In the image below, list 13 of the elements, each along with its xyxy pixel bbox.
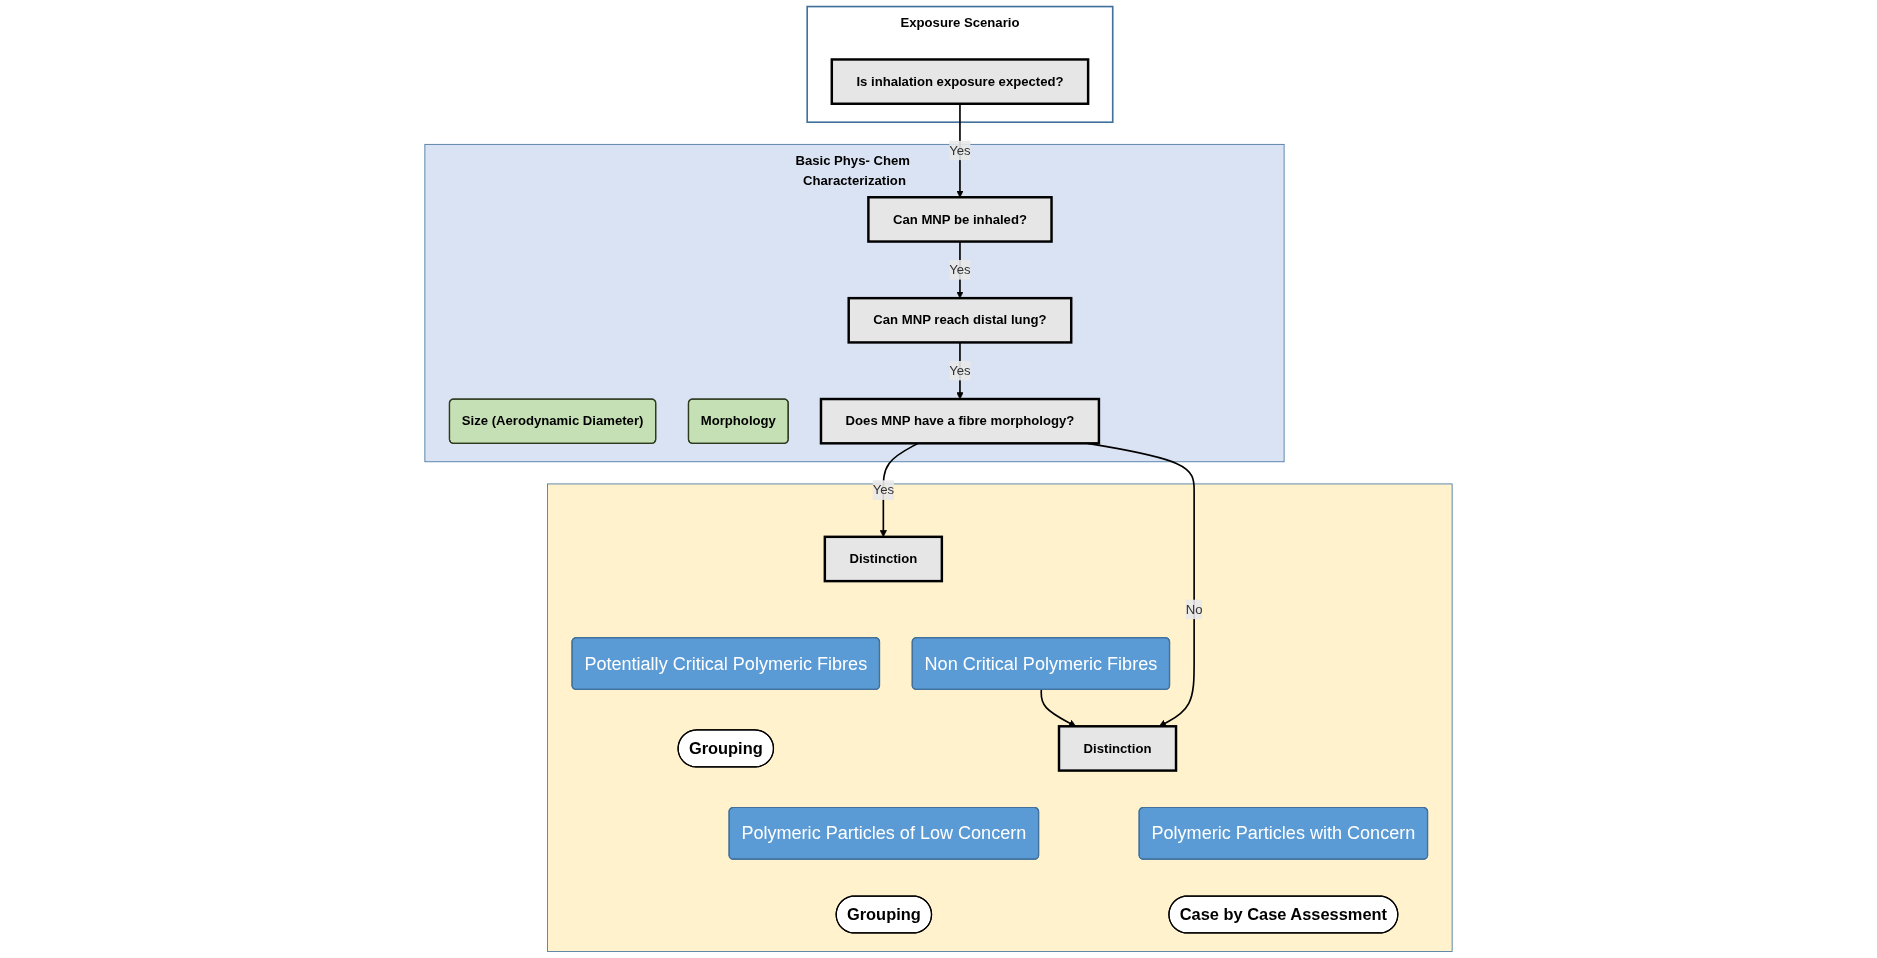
node-box: Distinction — [1057, 725, 1178, 772]
node-box: Does MNP have a fibre morphology? — [819, 397, 1101, 445]
edge-label: Yes — [949, 262, 971, 277]
node-box: Is inhalation exposure expected? — [830, 58, 1090, 105]
node-box: Distinction — [823, 535, 944, 583]
arrow — [1040, 688, 1077, 727]
edge-label: Yes — [872, 482, 895, 497]
node-box: Can MNP be inhaled? — [867, 196, 1053, 243]
cluster — [547, 483, 1453, 952]
node-box: Can MNP reach distal lung? — [847, 296, 1073, 344]
edge-label: No — [1185, 602, 1203, 616]
edge-label: Yes — [949, 363, 971, 378]
edge-label: Yes — [949, 143, 971, 158]
